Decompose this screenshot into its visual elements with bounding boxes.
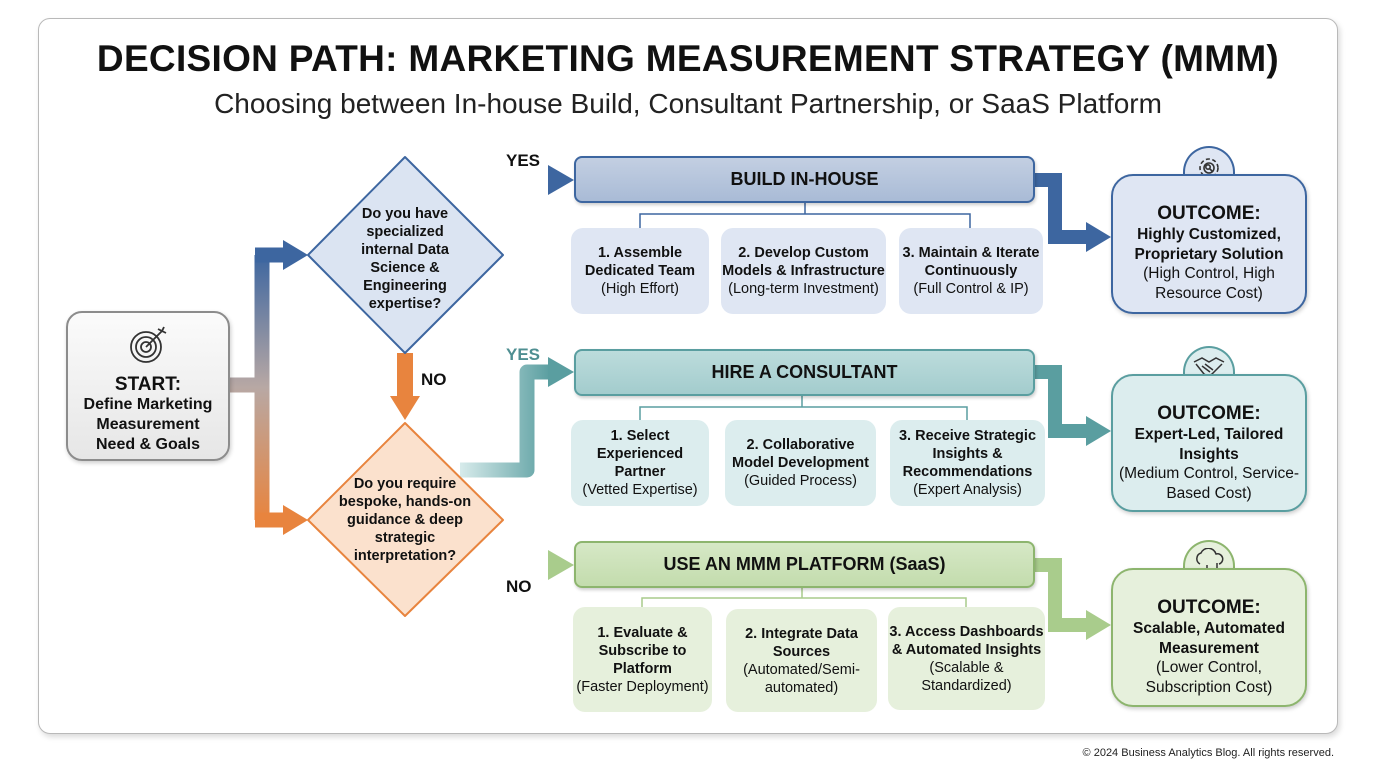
consultant-tree-lines bbox=[639, 396, 968, 420]
build-step-2: 2. Develop Custom Models & Infrastructur… bbox=[721, 228, 886, 314]
decision2-diamond bbox=[307, 422, 504, 617]
page-title: DECISION PATH: MARKETING MEASUREMENT STR… bbox=[96, 38, 1280, 79]
build-step-1: 1. Assemble Dedicated Team(High Effort) bbox=[571, 228, 709, 314]
page-subtitle: Choosing between In-house Build, Consult… bbox=[214, 88, 1162, 119]
start-text: Define Marketing Measurement Need & Goal… bbox=[83, 396, 213, 453]
saas-step-3: 3. Access Dashboards & Automated Insight… bbox=[888, 607, 1045, 710]
saas-tree-lines bbox=[641, 588, 967, 607]
build-tree-lines bbox=[639, 203, 971, 228]
consultant-step-3: 3. Receive Strategic Insights & Recommen… bbox=[890, 420, 1045, 506]
path-hire-consultant: HIRE A CONSULTANT bbox=[574, 349, 1035, 396]
outcome-consultant: OUTCOME:Expert-Led, Tailored Insights(Me… bbox=[1111, 374, 1307, 512]
target-icon bbox=[130, 326, 167, 363]
decision1-yes-label: YES bbox=[506, 151, 541, 170]
consultant-step-1: 1. Select Experienced Partner(Vetted Exp… bbox=[571, 420, 709, 506]
build-outcome-arrow bbox=[1035, 173, 1111, 252]
saas-outcome-arrow bbox=[1035, 558, 1111, 640]
yes-arrow-consultant bbox=[460, 357, 574, 478]
outcome-build: OUTCOME:Highly Customized, Proprietary S… bbox=[1111, 174, 1307, 314]
decision1-diamond bbox=[307, 156, 504, 354]
decision2-yes-label: YES bbox=[506, 345, 541, 364]
decision1-no-label: NO bbox=[421, 370, 447, 389]
no-arrow-decision2 bbox=[390, 353, 420, 420]
path-mmm-platform: USE AN MMM PLATFORM (SaaS) bbox=[574, 541, 1035, 588]
copyright: © 2024 Business Analytics Blog. All righ… bbox=[1082, 747, 1334, 759]
decision2-no-label: NO bbox=[506, 577, 532, 596]
no-arrow-saas bbox=[465, 550, 574, 580]
start-heading: START: bbox=[114, 374, 182, 395]
yes-arrow-build bbox=[440, 165, 574, 195]
path-build-in-house: BUILD IN-HOUSE bbox=[574, 156, 1035, 203]
build-step-3: 3. Maintain & Iterate Continuously(Full … bbox=[899, 228, 1043, 314]
saas-step-1: 1. Evaluate & Subscribe to Platform(Fast… bbox=[573, 607, 712, 712]
start-connector bbox=[230, 240, 308, 535]
decision2-question: Do you require bespoke, hands-on guidanc… bbox=[338, 476, 472, 564]
outcome-saas: OUTCOME:Scalable, Automated Measurement(… bbox=[1111, 568, 1307, 707]
decision1-question: Do you have specialized internal Data Sc… bbox=[361, 206, 449, 312]
consultant-step-2: 2. Collaborative Model Development(Guide… bbox=[725, 420, 876, 506]
start-box: START: Define Marketing Measurement Need… bbox=[66, 311, 230, 461]
saas-step-2: 2. Integrate Data Sources(Automated/Semi… bbox=[726, 609, 877, 712]
consultant-outcome-arrow bbox=[1035, 365, 1111, 446]
